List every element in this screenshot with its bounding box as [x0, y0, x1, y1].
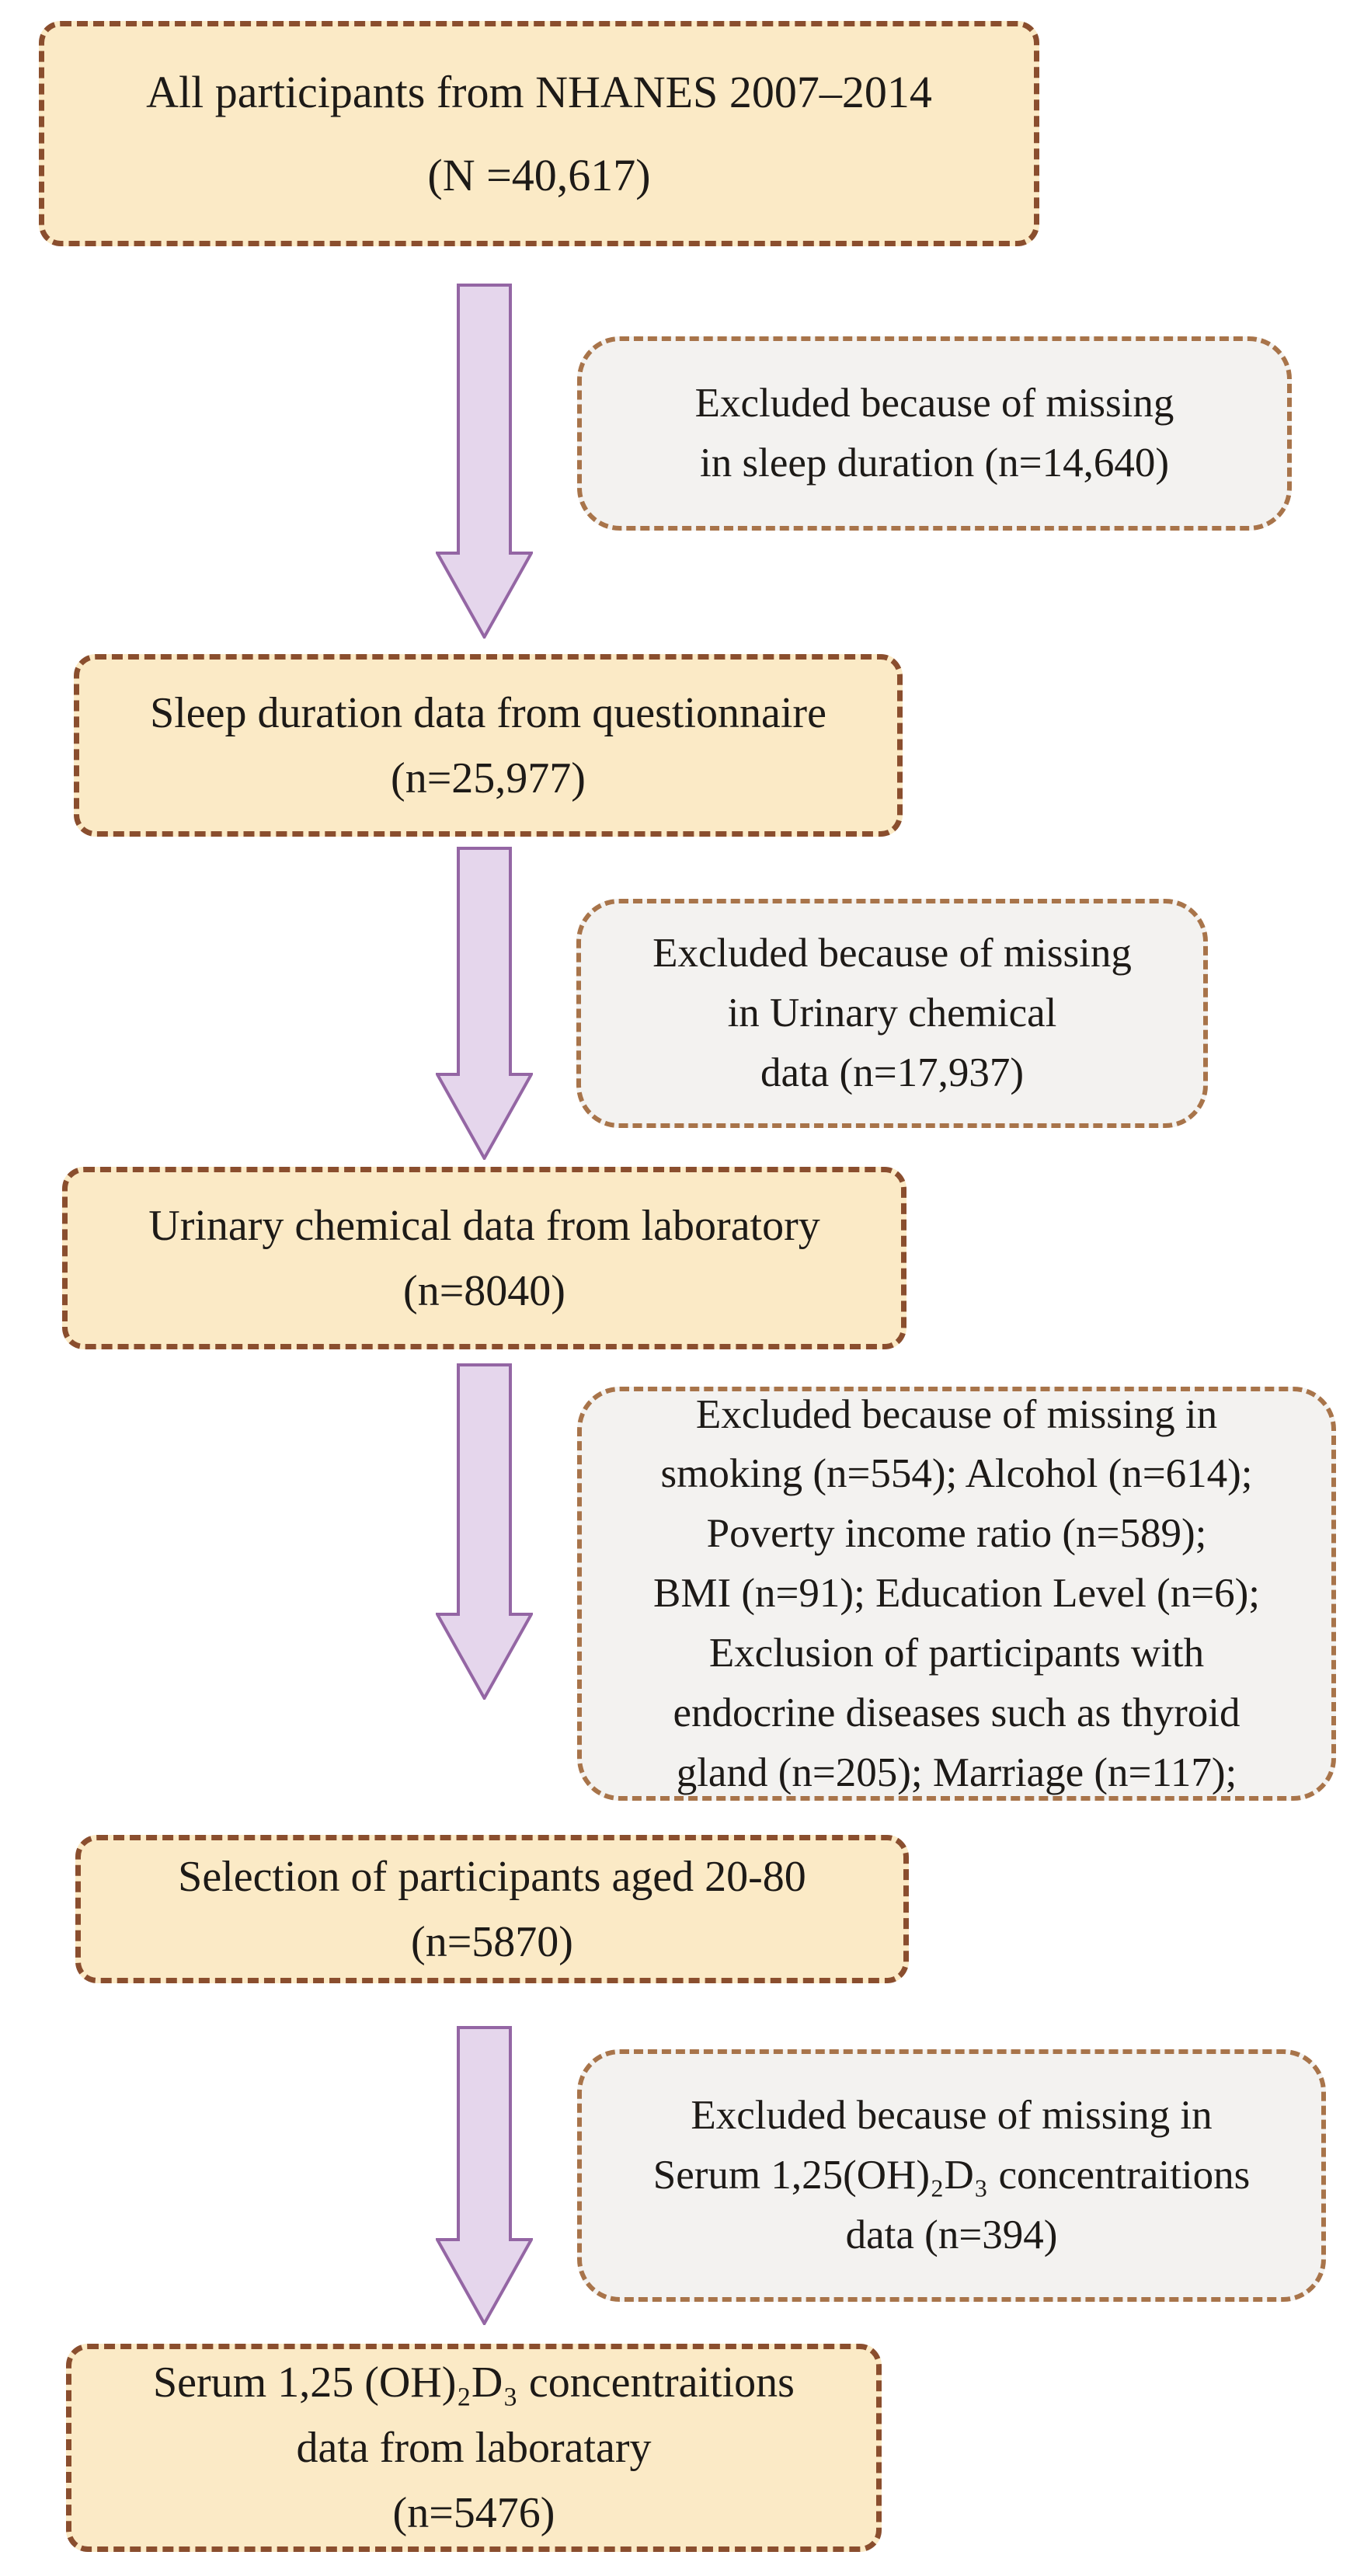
flow-box-count-line: (n=25,977)	[391, 754, 586, 802]
flow-box-text-line: Selection of participants aged 20-80	[178, 1852, 806, 1901]
exclusion-box-covariates: Excluded because of missing in smoking (…	[577, 1387, 1336, 1801]
flow-box-text-line: data from laboratary	[296, 2424, 652, 2472]
flow-box-count-line: (n=5476)	[392, 2489, 555, 2537]
exclusion-text-line: Poverty income ratio (n=589);	[706, 1511, 1207, 1557]
exclusion-text-line: Excluded because of missing	[694, 381, 1174, 426]
exclusion-count-line: in sleep duration (n=14,640)	[700, 440, 1169, 486]
exclusion-text-line: Serum 1,25(OH)₂D₃ concentraitions	[652, 2153, 1251, 2198]
flow-box-text-line: Sleep duration data from questionnaire	[150, 688, 826, 737]
flow-box-text-line: Urinary chemical data from laboratory	[148, 1201, 820, 1250]
down-arrow	[436, 284, 533, 639]
exclusion-text-line: BMI (n=91); Education Level (n=6);	[653, 1571, 1260, 1617]
flow-box-sleep-duration: Sleep duration data from questionnaire (…	[74, 654, 903, 837]
exclusion-text-line: endocrine diseases such as thyroid	[673, 1690, 1241, 1735]
exclusion-text-line: smoking (n=554); Alcohol (n=614);	[660, 1451, 1253, 1497]
flow-box-all-participants: All participants from NHANES 2007–2014 (…	[39, 21, 1039, 246]
exclusion-box-serum: Excluded because of missing in Serum 1,2…	[577, 2049, 1326, 2302]
exclusion-text-line: Excluded because of missing in	[691, 2093, 1213, 2139]
exclusion-text-line: in Urinary chemical	[727, 990, 1057, 1036]
flow-box-serum-concentrations: Serum 1,25 (OH)₂D₃ concentraitions data …	[66, 2344, 882, 2552]
exclusion-text-line: Exclusion of participants with	[708, 1630, 1205, 1676]
exclusion-count-line: data (n=17,937)	[760, 1050, 1024, 1095]
exclusion-count-line: gland (n=205); Marriage (n=117);	[676, 1749, 1237, 1795]
exclusion-text-line: Excluded because of missing	[652, 931, 1132, 976]
exclusion-text-line: Excluded because of missing in	[695, 1391, 1218, 1437]
flow-box-urinary-chemical: Urinary chemical data from laboratory (n…	[62, 1167, 906, 1349]
exclusion-box-urinary: Excluded because of missing in Urinary c…	[576, 899, 1208, 1128]
flow-box-count-line: (N =40,617)	[427, 150, 651, 200]
flow-box-count-line: (n=8040)	[403, 1266, 565, 1315]
flow-box-text-line: All participants from NHANES 2007–2014	[146, 66, 932, 117]
down-arrow	[436, 1363, 533, 1700]
flow-box-aged-20-80: Selection of participants aged 20-80 (n=…	[75, 1835, 909, 1983]
exclusion-count-line: data (n=394)	[845, 2212, 1058, 2257]
flow-box-text-line: Serum 1,25 (OH)₂D₃ concentraitions	[153, 2358, 795, 2407]
flow-box-count-line: (n=5870)	[411, 1917, 573, 1966]
down-arrow	[436, 2026, 533, 2325]
exclusion-box-sleep: Excluded because of missing in sleep dur…	[577, 336, 1292, 531]
down-arrow	[436, 847, 533, 1160]
